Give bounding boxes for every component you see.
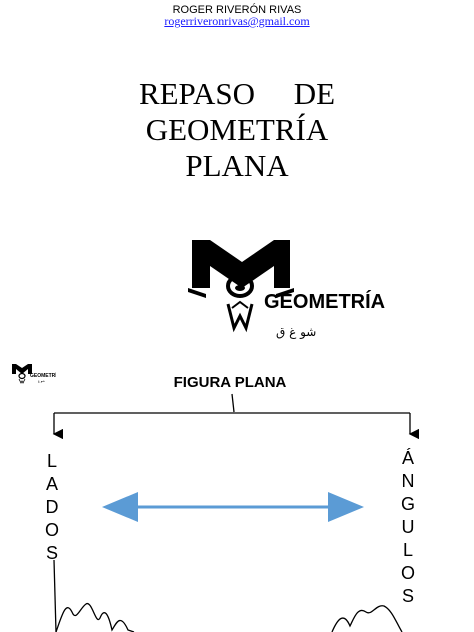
- right-letter-4: U: [401, 517, 415, 537]
- diagram-root-label: FIGURA PLANA: [173, 374, 287, 391]
- left-letter-4: O: [44, 520, 59, 540]
- left-branch-label: L A D O S: [42, 450, 62, 565]
- left-letter-5: S: [45, 543, 58, 563]
- author-email-link[interactable]: rogerriveronrivas@gmail.com: [164, 14, 310, 28]
- left-letter-3: D: [45, 497, 59, 517]
- right-branch-label: Á N G U L O S: [398, 447, 418, 608]
- logo-face-mark: [226, 274, 254, 333]
- right-letter-1: Á: [401, 448, 414, 468]
- left-down-line: [53, 559, 57, 632]
- geometria-logo: GEOMETRÍA شو غ ق: [188, 240, 385, 340]
- right-letter-3: G: [400, 494, 415, 514]
- right-letter-6: O: [400, 563, 415, 583]
- title-line-1: REPASO DE: [138, 76, 336, 111]
- svg-text:شو غ: شو غ: [38, 379, 45, 383]
- title-line-3: PLANA: [185, 148, 289, 183]
- right-letter-5: L: [402, 540, 413, 560]
- svg-text:GEOMETRÍA: GEOMETRÍA: [30, 371, 56, 379]
- page-title: REPASO DE GEOMETRÍA PLANA: [0, 76, 474, 184]
- left-wave-shape: [55, 603, 135, 632]
- logo-m-shape: [188, 240, 294, 298]
- author-name: ROGER RIVERÓN RIVAS: [172, 4, 302, 16]
- title-line-2: GEOMETRÍA: [145, 112, 329, 147]
- right-letter-7: S: [401, 586, 414, 606]
- right-wave-shape: [331, 605, 403, 632]
- right-letter-2: N: [401, 471, 415, 491]
- small-logo-icon: GEOMETRÍA شو غ: [12, 364, 56, 384]
- root-stem-line: [231, 393, 235, 413]
- left-letter-2: A: [45, 474, 58, 494]
- logo-wordmark: GEOMETRÍA: [264, 290, 385, 313]
- logo-tagline: شو غ ق: [276, 325, 316, 340]
- left-letter-1: L: [46, 451, 57, 471]
- diagram-connectors: [52, 393, 420, 632]
